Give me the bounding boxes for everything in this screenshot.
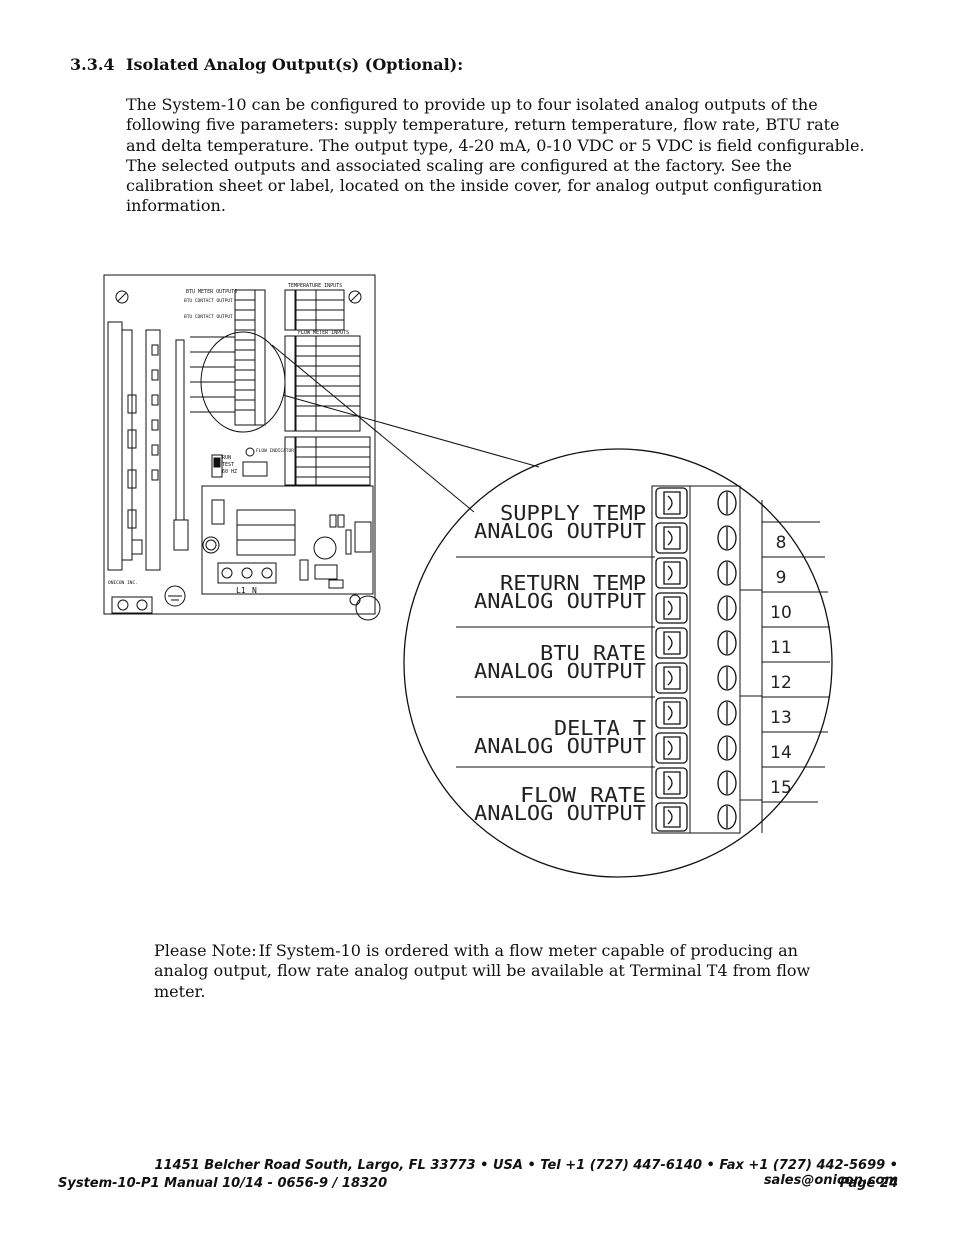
- terminal-number: 8: [776, 533, 787, 553]
- supply-temp-line1: SUPPLY TEMP: [500, 501, 646, 525]
- terminal-number: 12: [770, 673, 792, 693]
- switch-test-label: TEST: [222, 462, 234, 468]
- return-temp-line2: ANALOG OUTPUT: [474, 589, 646, 613]
- footer-address: 11451 Belcher Road South, Largo, FL 3377…: [154, 1158, 898, 1188]
- flow-rate-line1: FLOW RATE: [520, 783, 646, 807]
- btu-outputs-label: BTU METER OUTPUTS: [186, 289, 237, 295]
- body-paragraph: The System-10 can be configured to provi…: [126, 95, 865, 216]
- flow-indicator-label: FLOW INDICATOR: [256, 448, 294, 454]
- section-number: 3.3.4: [70, 55, 115, 74]
- btu-contact-1-label: BTU CONTACT OUTPUT: [184, 298, 233, 304]
- section-heading: 3.3.4 Isolated Analog Output(s) (Optional…: [70, 55, 463, 74]
- terminal-cage: [655, 627, 688, 659]
- note-text: If System-10 is ordered with a flow mete…: [154, 941, 811, 1001]
- circuit-board: [103, 274, 381, 621]
- footer-manual: System-10-P1 Manual 10/14 - 0656-9 / 183…: [58, 1176, 388, 1191]
- terminal-cage: [655, 662, 688, 694]
- terminal-cage: [655, 487, 688, 519]
- flow-rate-line2: ANALOG OUTPUT: [474, 801, 646, 825]
- terminal-cages: [655, 487, 688, 832]
- section-title: Isolated Analog Output(s) (Optional):: [126, 55, 464, 74]
- flow-meter-inputs-label: FLOW METER INPUTS: [298, 330, 349, 336]
- screw-icon: [717, 770, 737, 796]
- delta-t-line1: DELTA T: [554, 716, 646, 740]
- note-label: Please Note:: [154, 941, 257, 960]
- screw-icon: [717, 525, 737, 551]
- return-temp-line1: RETURN TEMP: [500, 571, 646, 595]
- screw-icon: [717, 630, 737, 656]
- terminal-number: 11: [770, 638, 792, 658]
- terminal-cage: [655, 732, 688, 764]
- terminal-cage: [655, 697, 688, 729]
- screw-icon: [717, 560, 737, 586]
- screw-icon: [717, 700, 737, 726]
- delta-t-line2: ANALOG OUTPUT: [474, 734, 646, 758]
- footer-manual-line: System-10-P1 Manual 10/14 - 0656-9 / 183…: [58, 1176, 898, 1191]
- btu-rate-line1: BTU RATE: [540, 641, 646, 665]
- terminal-number: 14: [770, 743, 792, 763]
- screw-icon: [717, 804, 737, 830]
- screw-icon: [717, 490, 737, 516]
- btu-contact-2-label: BTU CONTACT OUTPUT: [184, 314, 233, 320]
- note-paragraph: Please Note:If System-10 is ordered with…: [154, 941, 854, 1002]
- terminal-number: 9: [776, 568, 787, 588]
- terminal-cage: [655, 767, 688, 799]
- terminal-cage: [655, 557, 688, 589]
- switch-hz-label: 60 HZ: [222, 469, 237, 475]
- terminal-number: 10: [770, 603, 792, 623]
- terminal-cage: [655, 802, 688, 832]
- zoom-detail: [403, 448, 833, 878]
- supply-temp-line2: ANALOG OUTPUT: [474, 519, 646, 543]
- terminal-cage: [655, 522, 688, 554]
- temperature-inputs-label: TEMPERATURE INPUTS: [288, 283, 342, 289]
- screw-icon: [717, 665, 737, 691]
- neutral-label: N: [252, 586, 257, 595]
- terminal-screws: [717, 490, 737, 830]
- page-number: Page 24: [839, 1176, 898, 1191]
- terminal-number: 13: [770, 708, 792, 728]
- screw-icon: [717, 735, 737, 761]
- terminal-numbers: 8 9 10 11 12 13 14 15: [770, 533, 792, 798]
- terminal-cage: [655, 592, 688, 624]
- screw-icon: [717, 595, 737, 621]
- terminal-number: 15: [770, 778, 792, 798]
- leader-lines: [271, 344, 540, 513]
- switch-run-label: RUN: [222, 455, 231, 461]
- line-label: L1: [236, 586, 246, 595]
- board-labels: BTU METER OUTPUTS BTU CONTACT OUTPUT BTU…: [108, 283, 349, 595]
- btu-rate-line2: ANALOG OUTPUT: [474, 659, 646, 683]
- zoom-output-labels: SUPPLY TEMP ANALOG OUTPUT RETURN TEMP AN…: [474, 501, 646, 825]
- board-rev-label: ONICON INC.: [108, 580, 138, 586]
